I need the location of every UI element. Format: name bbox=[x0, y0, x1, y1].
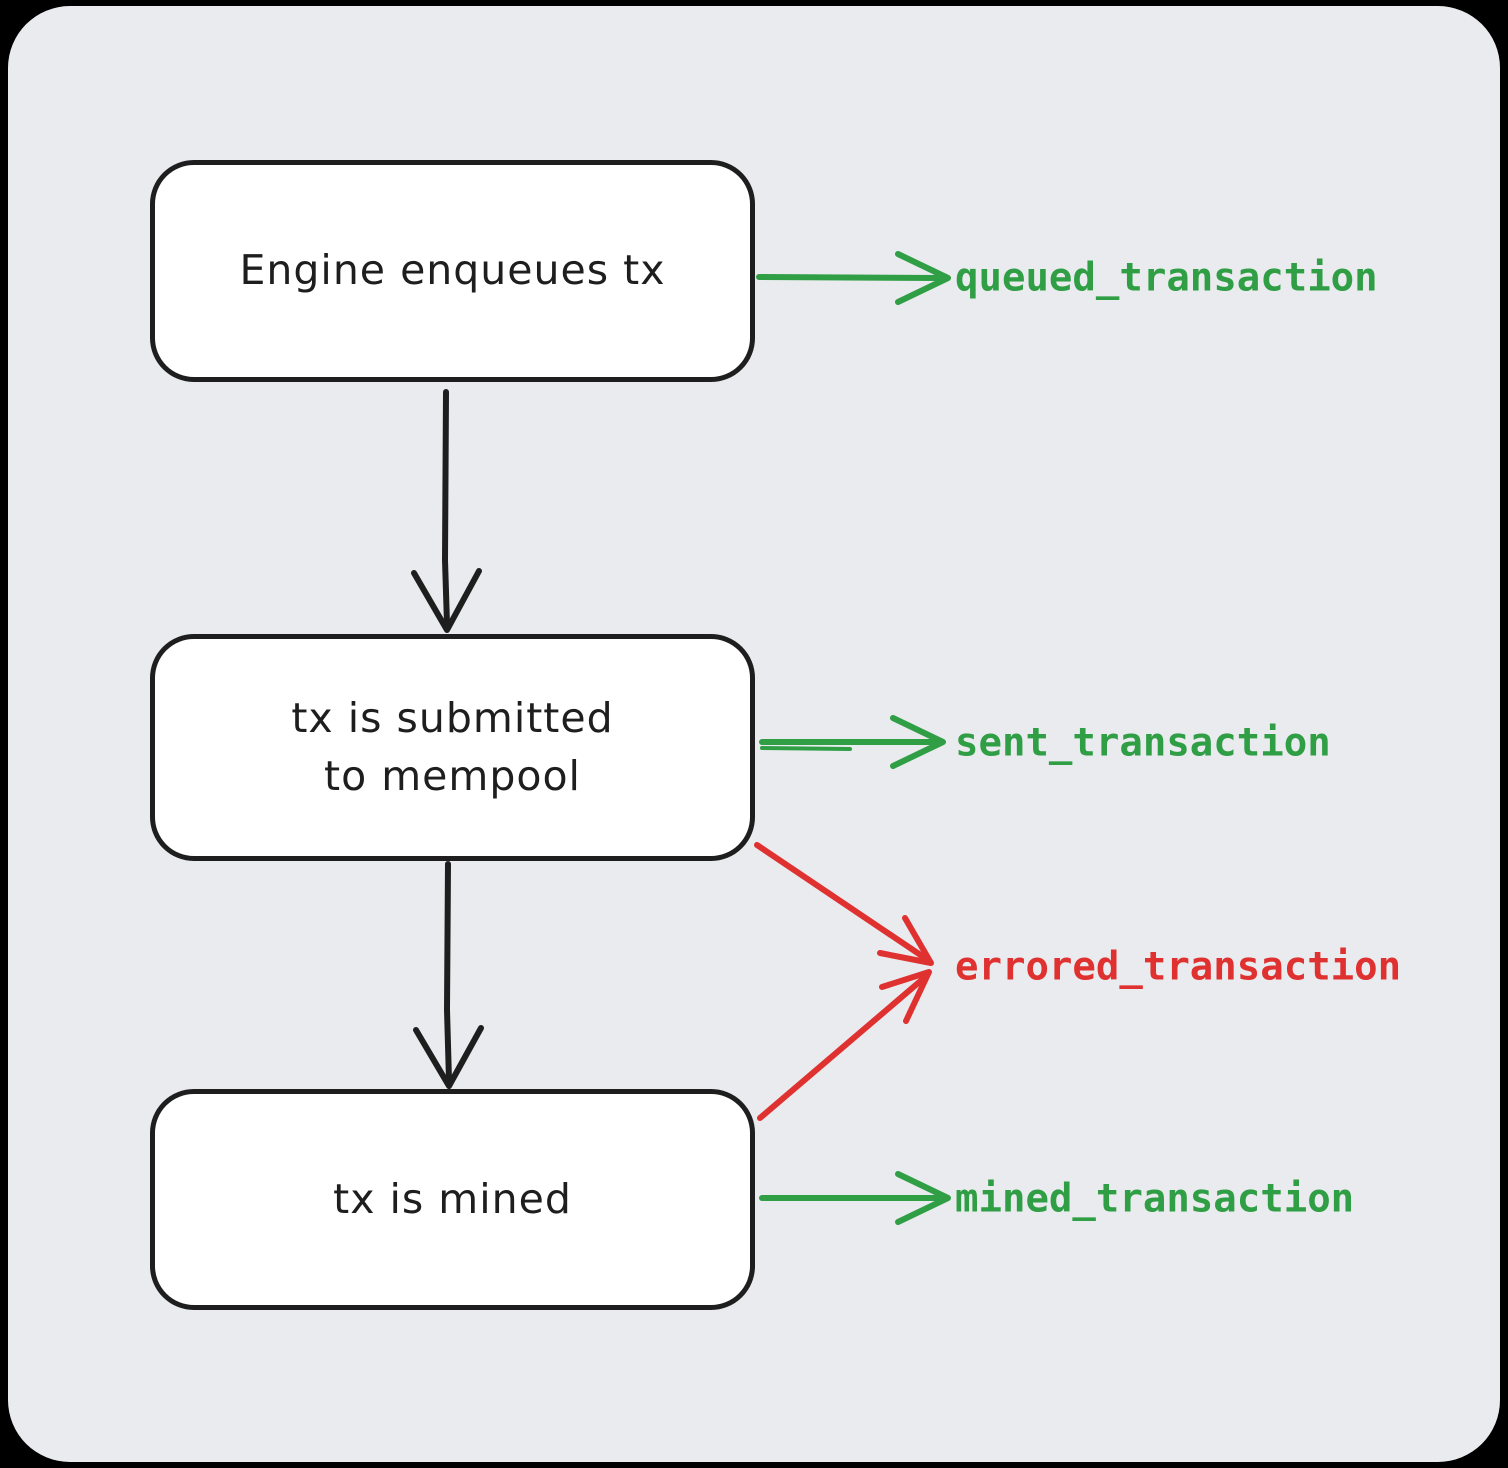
node-tx-submitted-to-mempool: tx is submitted to mempool bbox=[150, 634, 755, 861]
event-label-sent-transaction: sent_transaction bbox=[955, 720, 1331, 766]
event-label-mined-transaction: mined_transaction bbox=[955, 1176, 1355, 1222]
node-engine-enqueues-tx: Engine enqueues tx bbox=[150, 160, 755, 382]
event-label-queued-transaction: queued_transaction bbox=[955, 255, 1378, 301]
node-tx-is-mined: tx is mined bbox=[150, 1089, 755, 1310]
event-label-errored-transaction: errored_transaction bbox=[955, 944, 1402, 990]
